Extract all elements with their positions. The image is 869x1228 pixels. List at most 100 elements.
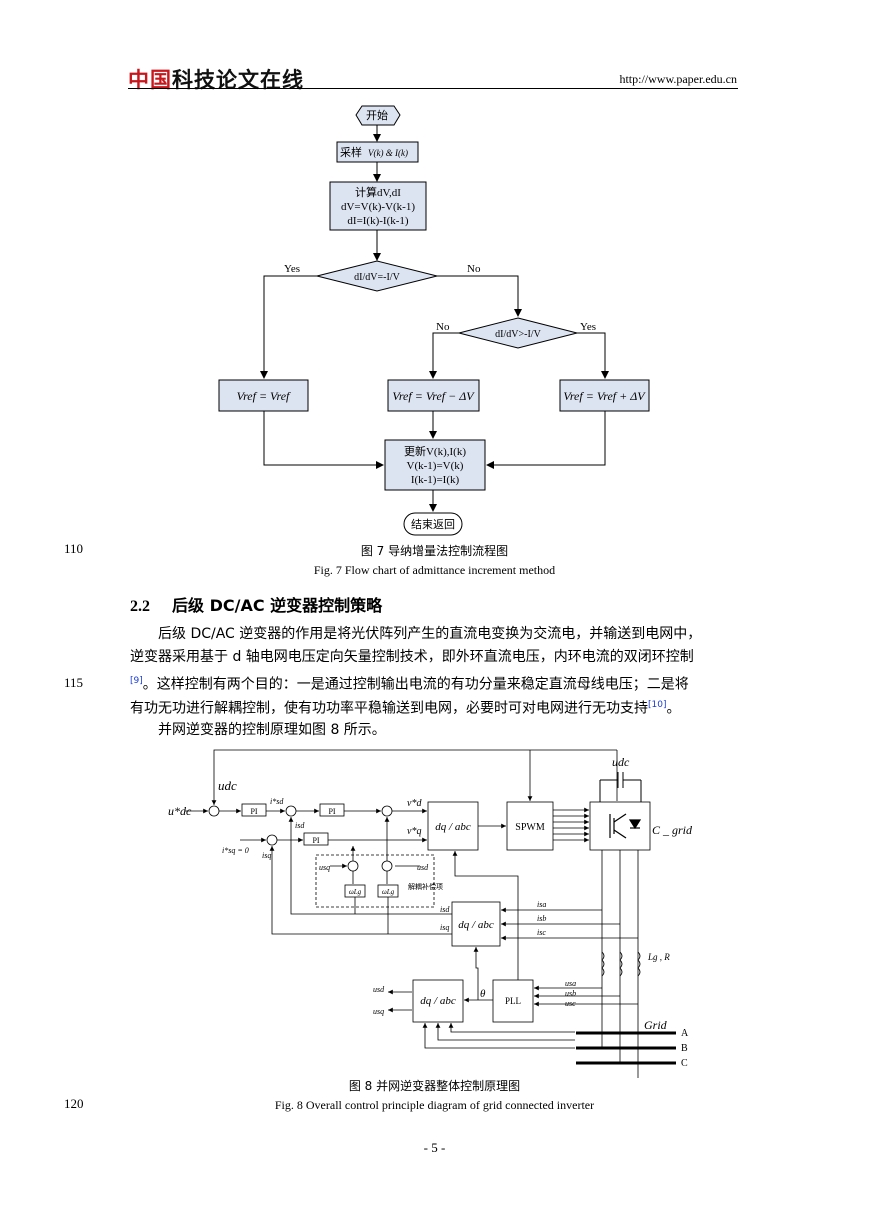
theta-label: θ bbox=[480, 988, 486, 1000]
decoupling-label: 解耦补偿项 bbox=[408, 882, 443, 891]
pi-label-1: PI bbox=[250, 807, 257, 816]
dq-abc-label-mid: dq / abc bbox=[458, 919, 494, 931]
vd-label: v*d bbox=[407, 798, 422, 809]
isq-ref-label: i*sq = 0 bbox=[222, 846, 249, 855]
pll-block bbox=[492, 979, 534, 1023]
calc-line-3: dI=I(k)-I(k-1) bbox=[347, 215, 409, 227]
paragraph-2: 并网逆变器的控制原理如图 8 所示。 bbox=[158, 722, 386, 738]
page-number: - 5 - bbox=[423, 1140, 446, 1155]
citation-10[interactable]: [10] bbox=[648, 700, 667, 710]
pi-block-1 bbox=[241, 803, 267, 817]
isb-label: isb bbox=[537, 914, 546, 923]
sample-label: 采样 bbox=[340, 145, 362, 159]
paragraph-1-line-1: 后级 DC/AC 逆变器的作用是将光伏阵列产生的直流电变换为交流电，并输送到电网… bbox=[158, 626, 702, 642]
grid-label: Grid bbox=[644, 1018, 668, 1032]
isd-label: isd bbox=[295, 821, 305, 830]
header-url[interactable]: http://www.paper.edu.cn bbox=[619, 72, 737, 86]
isd-ref-label: i*sd bbox=[270, 797, 284, 806]
vref-increase-label: Vref = Vref + ΔV bbox=[563, 389, 646, 403]
line-number-110: 110 bbox=[64, 541, 84, 556]
spwm-label: SPWM bbox=[515, 822, 545, 833]
sum-id bbox=[285, 805, 297, 817]
inverter-block bbox=[589, 801, 651, 851]
decision-2 bbox=[458, 317, 578, 349]
line-number-115: 115 bbox=[64, 675, 84, 690]
sum-udc bbox=[208, 805, 220, 817]
vref-decrease-label: Vref = Vref − ΔV bbox=[392, 389, 475, 403]
yes-label-1: Yes bbox=[284, 263, 300, 275]
fig7-caption-cn: 图 7 导纳增量法控制流程图 bbox=[360, 544, 509, 558]
vref-hold-label: Vref = Vref bbox=[237, 389, 291, 403]
usa-label: usa bbox=[565, 979, 576, 988]
usq-label: usq bbox=[319, 863, 330, 872]
isc-label: isc bbox=[537, 928, 546, 937]
paragraph-1-line-4: 有功无功进行解耦控制，使有功功率平稳输送到电网，必要时可对电网进行无功支持[10… bbox=[130, 694, 740, 720]
pi-block-3 bbox=[303, 832, 329, 846]
pi-label-3: PI bbox=[312, 836, 319, 845]
dq-abc-label-top: dq / abc bbox=[435, 821, 471, 833]
citation-9[interactable]: [9] bbox=[130, 676, 143, 686]
usd-label-bottom: usd bbox=[373, 985, 385, 994]
decision-1-label: dI/dV=-I/V bbox=[354, 272, 400, 283]
fig8-caption-en: Fig. 8 Overall control principle diagram… bbox=[274, 1098, 595, 1112]
pi-label-2: PI bbox=[328, 807, 335, 816]
paragraph-1-line-2: 逆变器采用基于 d 轴电网电压定向矢量控制技术，即外环直流电压，内环电流的双闭环… bbox=[130, 649, 694, 665]
sum-iq bbox=[266, 834, 278, 846]
start-label: 开始 bbox=[366, 108, 388, 122]
paragraph-1-line-4-text: 有功无功进行解耦控制，使有功功率平稳输送到电网，必要时可对电网进行无功支持 bbox=[130, 700, 648, 717]
sum-dec-q bbox=[347, 860, 359, 872]
usb-label: usb bbox=[565, 989, 576, 998]
line-number-120: 120 bbox=[64, 1096, 84, 1111]
paragraph-1-line-3: [9]。这样控制有两个目的：一是通过控制输出电流的有功分量来稳定直流母线电压；二… bbox=[130, 670, 740, 696]
sample-math: V(k) & I(k) bbox=[368, 148, 408, 158]
spwm-block bbox=[506, 801, 554, 851]
lg-r-label: Lg , R bbox=[647, 952, 670, 962]
sum-vd bbox=[381, 805, 393, 817]
no-label-2: No bbox=[436, 321, 450, 333]
isd-label-mid: isd bbox=[440, 905, 450, 914]
dq-abc-block-mid bbox=[451, 901, 501, 947]
paragraph-1-line-4-end: 。 bbox=[666, 700, 681, 717]
phase-b-label: B bbox=[681, 1043, 688, 1054]
section-title: 后级 DC/AC 逆变器控制策略 bbox=[172, 596, 383, 615]
calc-line-1: 计算dV,dI bbox=[355, 185, 401, 199]
pi-block-2 bbox=[319, 803, 345, 817]
vq-label: v*q bbox=[407, 826, 421, 837]
igbt-icon bbox=[609, 813, 642, 839]
header-rule bbox=[128, 88, 738, 89]
update-line-3: I(k-1)=I(k) bbox=[411, 474, 460, 486]
calc-line-2: dV=V(k)-V(k-1) bbox=[341, 201, 415, 213]
usq-label-bottom: usq bbox=[373, 1007, 384, 1016]
decision-2-label: dI/dV>-I/V bbox=[495, 329, 541, 340]
wlg-label-2: ωLg bbox=[382, 888, 395, 896]
wlg-label-1: ωLg bbox=[349, 888, 362, 896]
udc-label: udc bbox=[218, 778, 237, 793]
phase-a-label: A bbox=[681, 1028, 689, 1039]
start-terminal bbox=[355, 105, 401, 126]
phase-c-label: C bbox=[681, 1058, 688, 1069]
usc-label: usc bbox=[565, 999, 576, 1008]
section-heading: 2.2 后级 DC/AC 逆变器控制策略 bbox=[130, 592, 382, 616]
c-grid-label: C _ grid bbox=[652, 823, 693, 837]
dq-abc-block-bottom bbox=[412, 979, 464, 1023]
yes-label-2: Yes bbox=[580, 321, 596, 333]
pll-label: PLL bbox=[505, 996, 521, 1006]
fig8-caption-cn: 图 8 并网逆变器整体控制原理图 bbox=[348, 1079, 521, 1093]
section-number: 2.2 bbox=[130, 598, 150, 615]
end-terminal bbox=[403, 512, 463, 536]
calc-box bbox=[329, 181, 427, 231]
paragraph-1-line-3-text: 。这样控制有两个目的：一是通过控制输出电流的有功分量来稳定直流母线电压；二是将 bbox=[142, 676, 689, 693]
isa-label: isa bbox=[537, 900, 546, 909]
decision-1 bbox=[316, 260, 438, 292]
sum-dec-d bbox=[381, 860, 393, 872]
no-label-1: No bbox=[467, 263, 481, 275]
isq-label: isq bbox=[262, 851, 271, 860]
vref-increase-box bbox=[559, 379, 650, 412]
update-box bbox=[384, 439, 486, 491]
isq-label-mid: isq bbox=[440, 923, 449, 932]
dq-abc-label-bottom: dq / abc bbox=[420, 995, 456, 1007]
udc-ref-label: u*dc bbox=[168, 804, 192, 818]
usd-label: usd bbox=[417, 863, 429, 872]
